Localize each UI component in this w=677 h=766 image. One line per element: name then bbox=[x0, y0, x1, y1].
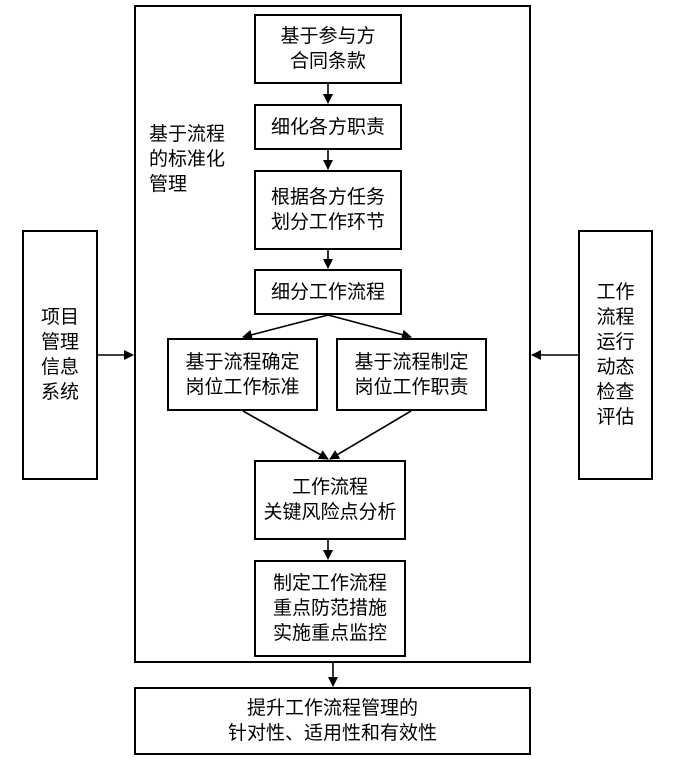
standardization-label: 基于流程 的标准化 管理 bbox=[149, 123, 226, 195]
project-info-system-box: 项目 管理 信息 系统 bbox=[22, 230, 98, 480]
step-risk-analysis: 工作流程 关键风险点分析 bbox=[254, 460, 406, 540]
step-refine-duties: 细化各方职责 bbox=[254, 104, 402, 150]
step-post-duties: 基于流程制定 岗位工作职责 bbox=[336, 338, 487, 411]
result-box: 提升工作流程管理的 针对性、适用性和有效性 bbox=[134, 687, 531, 755]
step-prevention-monitoring: 制定工作流程 重点防范措施 实施重点监控 bbox=[254, 560, 406, 657]
arrow-s4-s5b bbox=[327, 314, 412, 340]
step-divide-work: 根据各方任务 划分工作环节 bbox=[254, 170, 402, 250]
step-refine-workflow: 细分工作流程 bbox=[254, 269, 402, 315]
standardized-management-frame bbox=[134, 5, 531, 663]
workflow-inspection-box: 工作 流程 运行 动态 检查 评估 bbox=[578, 230, 653, 480]
step-post-standards: 基于流程确定 岗位工作标准 bbox=[167, 338, 318, 411]
arrow-s5b-s6 bbox=[329, 410, 412, 460]
arrow-s4-s5a bbox=[242, 314, 329, 340]
arrow-s5a-s6 bbox=[242, 410, 329, 460]
step-contract-terms: 基于参与方 合同条款 bbox=[254, 14, 402, 84]
